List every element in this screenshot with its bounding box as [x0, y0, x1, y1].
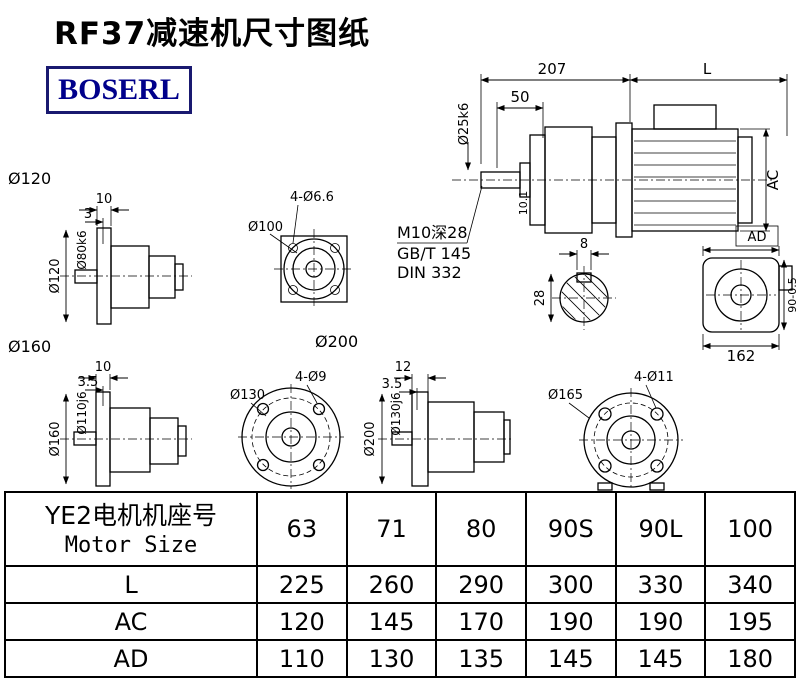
dim-207: 207	[538, 60, 567, 78]
technical-drawing: 207 L 50 Ø25k6 AC 10.1 M10深28 G	[8, 60, 799, 491]
AD-value-3: 145	[524, 639, 617, 678]
AD-value-0: 110	[256, 639, 348, 678]
dim-pilot-120: 3	[84, 207, 92, 222]
AD-value-5: 180	[704, 639, 796, 678]
dim-od-200: Ø200	[363, 421, 378, 456]
dim-pilot-160: 3.5	[78, 375, 99, 390]
dim-bolt-holes-11: 4-Ø11	[634, 370, 674, 385]
dim-AD: AD	[748, 230, 767, 245]
dim-pilot-dia-130j6: Ø130j6	[389, 392, 403, 435]
table-row-AD: AD 110 130 135 145 145 180	[4, 639, 796, 678]
dim-od-160: Ø160	[48, 421, 63, 456]
size-col-0: 63	[256, 491, 348, 567]
note-gbt145: GB/T 145	[397, 244, 471, 263]
size-col-2: 80	[435, 491, 527, 567]
dim-flange-thickness-120: 10	[96, 192, 113, 207]
dim-10-1: 10.1	[517, 191, 530, 216]
row-label-AD: AD	[4, 639, 258, 678]
flange-200-side-view: 12 3.5 Ø200 Ø130j6	[363, 360, 514, 487]
AC-value-3: 190	[524, 602, 617, 641]
AC-value-1: 145	[345, 602, 438, 641]
dim-keyway-depth: 28	[533, 290, 548, 307]
motor-end-outline	[702, 257, 780, 333]
dim-shaft-diameter: Ø25k6	[457, 103, 472, 146]
dim-flange-thickness-200: 12	[395, 360, 412, 375]
flange-120-side-view: Ø120 10 3 Ø120 Ø80k6	[8, 169, 192, 325]
AC-value-2: 170	[435, 602, 527, 641]
motor-end-view: AD 90-0.5 162	[702, 225, 799, 365]
shaft-section-outline	[559, 273, 609, 323]
row-label-AC: AC	[4, 602, 258, 641]
dim-bolt-circle-130: Ø130	[230, 388, 265, 403]
label-160: Ø160	[8, 337, 51, 356]
dim-50: 50	[510, 88, 529, 106]
brand-logo: BOSERL	[46, 66, 192, 114]
header-label-en: Motor Size	[64, 532, 198, 558]
dimension-table: YE2电机机座号 Motor Size 63 71 80 90S 90L 100…	[4, 491, 796, 678]
section-hatching	[561, 275, 607, 321]
AC-value-5: 195	[704, 602, 796, 641]
dim-bolt-circle-100: Ø100	[248, 220, 283, 235]
terminal-box-outline	[653, 104, 717, 130]
size-col-4: 90L	[614, 491, 707, 567]
dim-90-tolerance: 90-0.5	[786, 277, 799, 312]
label-120: Ø120	[8, 169, 51, 188]
table-header-row: YE2电机机座号 Motor Size 63 71 80 90S 90L 100	[4, 491, 796, 567]
dim-162: 162	[727, 347, 756, 365]
dim-pilot-200: 3.5	[382, 377, 403, 392]
note-tapped-hole: M10深28	[397, 223, 468, 242]
AD-value-2: 135	[435, 639, 527, 678]
L-value-4: 330	[614, 565, 707, 604]
AD-value-4: 145	[614, 639, 707, 678]
size-col-5: 100	[704, 491, 796, 567]
L-value-3: 300	[524, 565, 617, 604]
table-row-L: L 225 260 290 300 330 340	[4, 565, 796, 604]
size-col-1: 71	[345, 491, 438, 567]
AC-value-0: 120	[256, 602, 348, 641]
L-value-2: 290	[435, 565, 527, 604]
table-row-AC: AC 120 145 170 190 190 195	[4, 602, 796, 641]
note-din332: DIN 332	[397, 263, 462, 282]
dim-bolt-circle-165: Ø165	[548, 388, 583, 403]
header-label-cn: YE2电机机座号	[45, 500, 217, 530]
brand-text: BOSERL	[58, 73, 180, 106]
size-col-3: 90S	[524, 491, 617, 567]
main-assembly-view: 207 L 50 Ø25k6 AC 10.1 M10深28 G	[397, 60, 788, 282]
dim-od-120: Ø120	[48, 258, 63, 293]
L-value-0: 225	[256, 565, 348, 604]
dim-flange-thickness-160: 10	[95, 360, 112, 375]
L-value-1: 260	[345, 565, 438, 604]
shaft-section-view: 8 28	[533, 237, 616, 330]
dim-bolt-holes-9: 4-Ø9	[295, 370, 326, 385]
dim-AC: AC	[764, 170, 782, 190]
row-label-L: L	[4, 565, 258, 604]
page-title: RF37减速机尺寸图纸	[54, 16, 371, 52]
label-200: Ø200	[315, 332, 358, 351]
dim-L: L	[703, 60, 712, 78]
AD-value-1: 130	[345, 639, 438, 678]
AC-value-4: 190	[614, 602, 707, 641]
dim-bolt-holes-6-6: 4-Ø6.6	[290, 190, 334, 205]
flange-165-front-view: Ø165 4-Ø11	[548, 370, 683, 491]
dim-keyway-width: 8	[580, 237, 588, 252]
flange-160-side-view: Ø160 10 3.5 Ø160 Ø110j6	[8, 337, 192, 487]
dim-pilot-dia-110j6: Ø110j6	[75, 391, 89, 434]
dim-pilot-dia-80k6: Ø80k6	[75, 230, 89, 269]
L-value-5: 340	[704, 565, 796, 604]
motor-size-header-cell: YE2电机机座号 Motor Size	[4, 491, 258, 567]
flange-100-front-view: 4-Ø6.6 Ø100	[248, 190, 354, 309]
flange-200-front-view: Ø200 Ø130 4-Ø9	[230, 332, 358, 489]
